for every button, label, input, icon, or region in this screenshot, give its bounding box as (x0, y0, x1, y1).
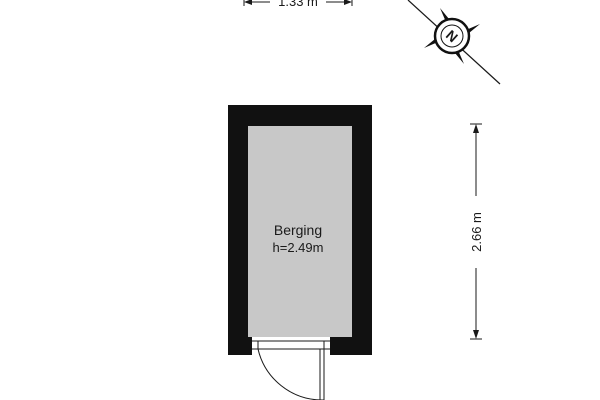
door-opening (252, 338, 330, 355)
height-dimension-label: 2.66 m (469, 212, 484, 252)
wall-outline (228, 105, 372, 355)
room-height: h=2.49m (273, 240, 324, 255)
height-dimension: 2.66 m (469, 123, 484, 340)
room-floor (248, 126, 352, 337)
door-swing-arc (257, 348, 323, 400)
compass-inner-ring (440, 24, 464, 48)
room-name: Berging (274, 222, 322, 238)
compass: N (407, 0, 501, 85)
door-leaf (319, 348, 325, 400)
width-dimension-label: 1.33 m (278, 0, 318, 9)
door (252, 338, 330, 400)
width-dimension: 1.33 m (243, 0, 353, 9)
room-walls (228, 105, 372, 355)
